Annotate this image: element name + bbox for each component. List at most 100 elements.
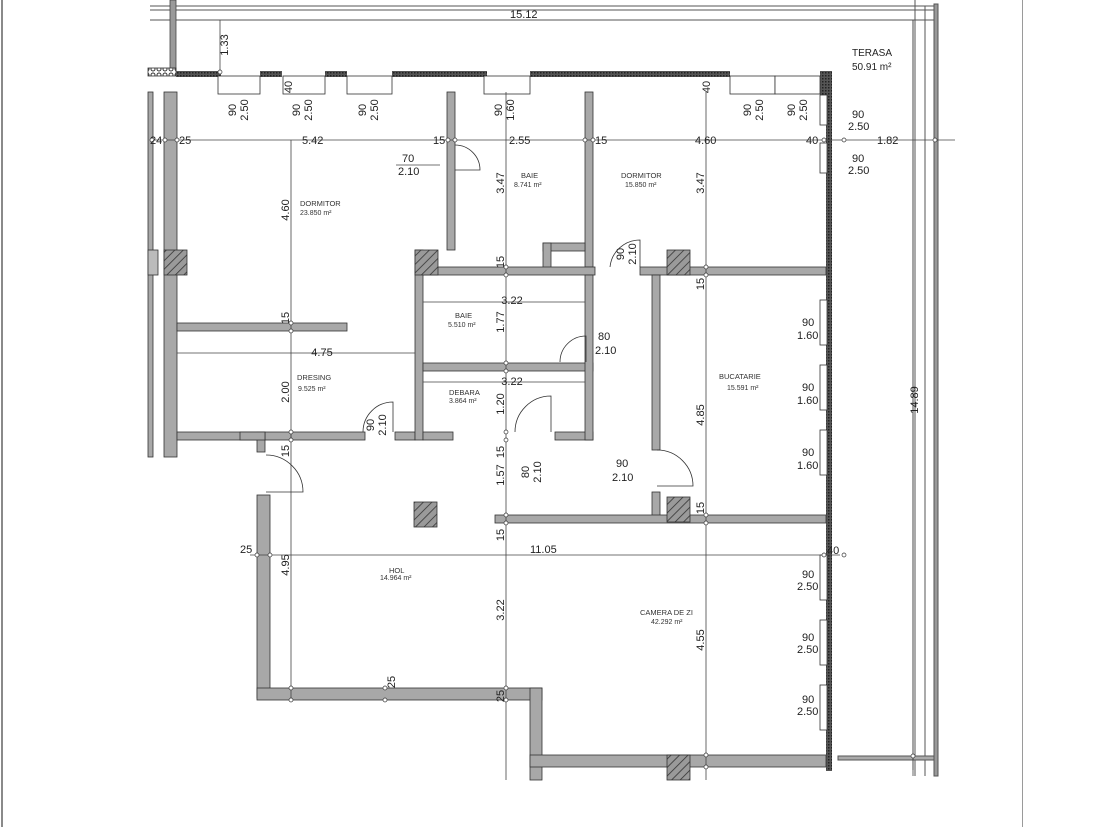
svg-text:90: 90 (852, 109, 864, 121)
room-camera-de-zi-area: 42.292 m² (651, 619, 683, 626)
dim-wall-15: 15 (495, 446, 507, 458)
svg-text:2.50: 2.50 (369, 99, 381, 120)
dim-corridor-height: 1.57 (495, 464, 507, 485)
dim-top-offset: 1.33 (219, 34, 231, 55)
svg-text:90: 90 (357, 104, 369, 116)
dim-wall-25: 25 (495, 690, 507, 702)
svg-text:90: 90 (365, 419, 377, 431)
dim-baie2-width: 3.22 (501, 295, 522, 307)
room-debara-name: DEBARA (449, 388, 480, 397)
dim-hol-height: 4.95 (280, 554, 292, 575)
page-border-right (1022, 0, 1023, 827)
room-dormitor-1-area: 23.850 m² (300, 210, 332, 217)
dim-dormitor2-height: 3.47 (695, 172, 707, 193)
top-window-labels: 90 2.50 90 2.50 90 2.50 90 1.60 90 2.50 … (227, 81, 810, 121)
svg-text:2.10: 2.10 (532, 461, 544, 482)
dim-baie2-height: 1.77 (495, 311, 507, 332)
svg-text:2.10: 2.10 (398, 166, 419, 178)
dim-dresing-height: 2.00 (280, 381, 292, 402)
door-swings (265, 144, 694, 493)
svg-text:90: 90 (802, 447, 814, 459)
dim-overall-width: 15.12 (510, 9, 538, 21)
dim-living-width: 11.05 (530, 544, 557, 556)
room-debara-area: 3.864 m² (449, 398, 477, 405)
dim-4-60: 4.60 (695, 135, 716, 147)
room-dormitor-2-area: 15.850 m² (625, 182, 657, 189)
dim-wall-15: 15 (280, 445, 292, 457)
left-pillar-cap (147, 249, 159, 276)
svg-text:70: 70 (402, 153, 414, 165)
room-dormitor-1-name: DORMITOR (300, 199, 341, 208)
top-window-frames (217, 75, 821, 95)
room-labels: DORMITOR 23.850 m² BAIE 8.741 m² DORMITO… (297, 171, 761, 626)
svg-text:40: 40 (701, 81, 713, 93)
svg-text:2.50: 2.50 (239, 99, 251, 120)
svg-text:40: 40 (283, 81, 295, 93)
svg-text:90: 90 (802, 317, 814, 329)
svg-text:2.10: 2.10 (377, 414, 389, 435)
dim-wall-25: 25 (386, 676, 398, 688)
svg-text:90: 90 (802, 632, 814, 644)
room-camera-de-zi-name: CAMERA DE ZI (640, 608, 693, 617)
svg-text:90: 90 (227, 104, 239, 116)
dim-bucatarie-height: 4.85 (695, 404, 707, 425)
interior-walls (147, 91, 827, 781)
svg-text:2.50: 2.50 (797, 581, 818, 593)
svg-text:90: 90 (852, 153, 864, 165)
dim-hol-lower: 3.22 (495, 599, 507, 620)
dim-5-42: 5.42 (302, 135, 323, 147)
room-hol-area: 14.964 m² (380, 575, 412, 582)
svg-text:2.10: 2.10 (627, 243, 639, 264)
dim-wall-15: 15 (495, 529, 507, 541)
svg-text:2.50: 2.50 (848, 121, 869, 133)
svg-text:2.50: 2.50 (798, 99, 810, 120)
dim-debara-width: 3.22 (501, 376, 522, 388)
svg-text:1.60: 1.60 (797, 330, 818, 342)
svg-text:90: 90 (615, 248, 627, 260)
room-baie-1-name: BAIE (521, 171, 538, 180)
dim-wall-15: 15 (695, 278, 707, 290)
svg-text:2.10: 2.10 (612, 472, 633, 484)
dim-40: 40 (806, 135, 818, 147)
svg-text:90: 90 (291, 104, 303, 116)
svg-text:2.50: 2.50 (303, 99, 315, 120)
svg-text:90: 90 (616, 458, 628, 470)
svg-text:1.60: 1.60 (505, 99, 517, 120)
dim-hol-wall: 25 (240, 544, 252, 556)
svg-text:2.10: 2.10 (595, 345, 616, 357)
svg-text:80: 80 (520, 466, 532, 478)
dim-dormitor1-height: 4.60 (280, 199, 292, 220)
room-baie-2-name: BAIE (455, 311, 472, 320)
dim-terasa-width: 1.82 (877, 135, 898, 147)
room-bucatarie-name: BUCATARIE (719, 372, 761, 381)
svg-text:90: 90 (493, 104, 505, 116)
svg-text:2.50: 2.50 (797, 706, 818, 718)
north-wall (176, 71, 832, 771)
insulation-segment (147, 67, 177, 77)
dimension-lines (150, 20, 955, 780)
dim-2-55: 2.55 (509, 135, 530, 147)
svg-text:90: 90 (802, 569, 814, 581)
svg-text:1.60: 1.60 (797, 395, 818, 407)
dim-15b: 15 (595, 135, 607, 147)
svg-text:2.50: 2.50 (754, 99, 766, 120)
room-dresing-name: DRESING (297, 373, 331, 382)
svg-text:90: 90 (802, 694, 814, 706)
east-window-frames (819, 94, 828, 731)
room-baie-1-area: 8.741 m² (514, 182, 542, 189)
dimension-markers (149, 69, 938, 770)
dim-dresing-width: 4.75 (311, 347, 332, 359)
room-hol-name: HOL (389, 566, 404, 575)
dim-25: 25 (179, 135, 191, 147)
room-bucatarie-area: 15.591 m² (727, 385, 759, 392)
room-baie-2-area: 5.510 m² (448, 322, 476, 329)
terasa-area: 50.91 m² (852, 62, 892, 73)
dim-24: 24 (150, 135, 162, 147)
dim-living-height: 4.55 (695, 629, 707, 650)
svg-text:1.60: 1.60 (797, 460, 818, 472)
east-window-labels: 90 2.50 90 2.50 90 1.60 90 1.60 90 1.60 … (797, 109, 869, 718)
svg-text:90: 90 (802, 382, 814, 394)
room-dresing-area: 9.525 m² (298, 386, 326, 393)
